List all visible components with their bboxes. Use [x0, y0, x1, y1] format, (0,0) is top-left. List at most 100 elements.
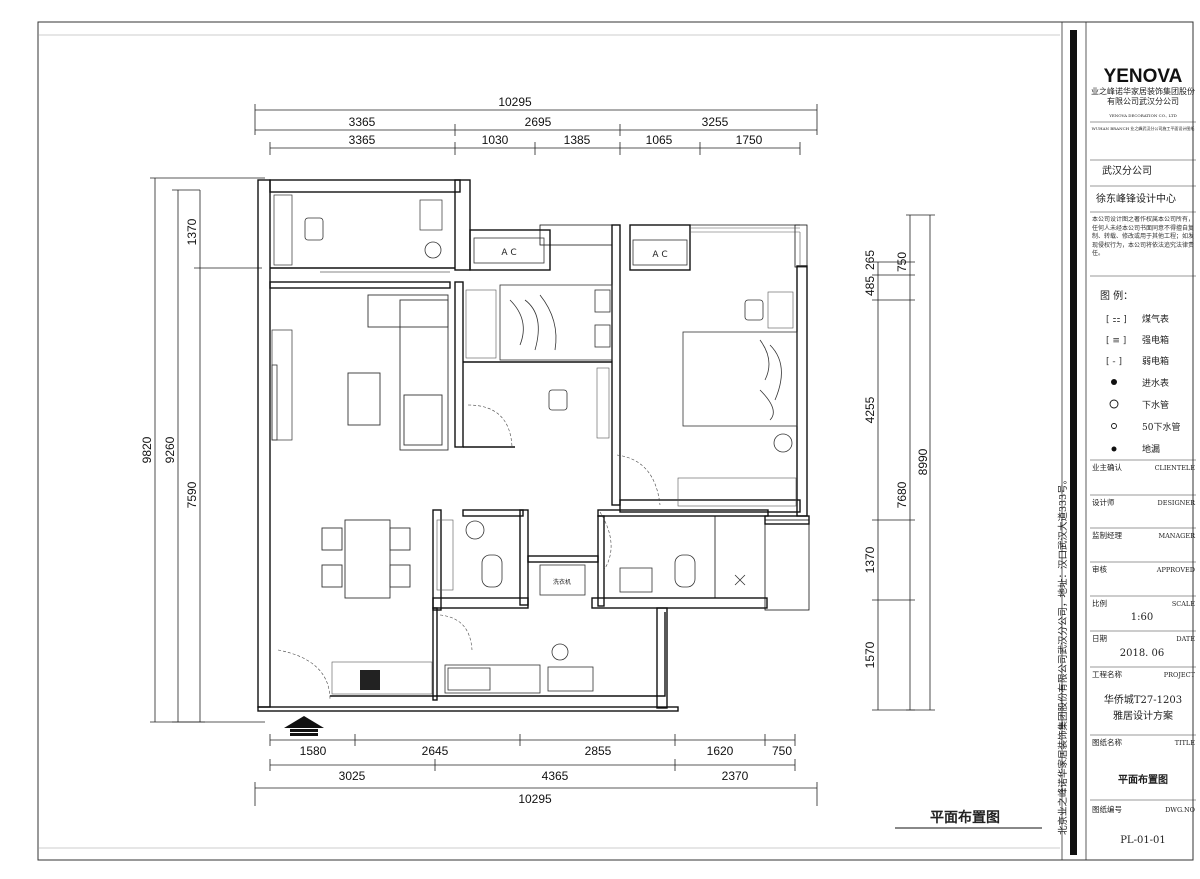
left-dimensions [150, 177, 265, 723]
company-logo: YENOVA [1104, 66, 1183, 87]
project-value1: 华侨城T27-1203 [1104, 693, 1182, 706]
dim-right-upper-0: 265 [863, 250, 877, 270]
project-cn: 工程名称 [1092, 669, 1122, 679]
sheet-border [37, 21, 1194, 861]
drain-50-icon [1111, 423, 1117, 429]
company-line2: 有限公司武汉分公司 [1107, 96, 1179, 106]
drain-pipe-icon [1109, 399, 1119, 409]
strong-box-icon: [ ≡ ] [1106, 336, 1126, 346]
living-sofa [367, 294, 449, 451]
company-tiny-line2: WUHAN BRANCH 业之峰武汉分公司施工平面设计图纸 [1092, 125, 1195, 131]
drawing-title: 平面布置图 [930, 809, 1000, 826]
dim-right-lower-1: 1570 [863, 641, 877, 668]
master-chair-icon [744, 299, 764, 321]
ac-unit-right [632, 239, 688, 266]
legend-label-3: 进水表 [1142, 377, 1169, 389]
balcony-chair-icon [304, 217, 324, 241]
kitchen-counter [444, 664, 541, 694]
title-block-vertical-text: 北京业之峰诺华家居装饰集团股份有限公司武汉分公司，地址：汉口武汉大道333号。 [1057, 475, 1069, 835]
bath2-toilet-icon [674, 554, 696, 588]
dim-bottom-row1-1: 2645 [422, 744, 449, 758]
kitchen-person-icon [551, 643, 569, 661]
walls [257, 179, 810, 712]
dining-table [321, 519, 411, 599]
bath2-basin-icon [619, 567, 653, 593]
legend-label-0: 煤气表 [1142, 313, 1169, 325]
dim-top-row2-0: 3365 [349, 133, 376, 147]
title-block-vertical-bar [1070, 30, 1077, 855]
row-cn-3: 审核 [1092, 564, 1108, 574]
dim-bottom-row1-4: 750 [772, 744, 792, 758]
floor-drain-icon [1111, 446, 1117, 452]
dim-bottom-row1-3: 1620 [707, 744, 734, 758]
legend-label-5: 50下水管 [1142, 421, 1180, 433]
balcony-rails [690, 227, 801, 266]
bedroom2-bed [499, 284, 613, 361]
dim-bottom-row2-2: 2370 [722, 769, 749, 783]
row-en-3: APPROVED [1156, 566, 1195, 574]
dim-bottom-row2-1: 4365 [542, 769, 569, 783]
entry-cabinet [331, 661, 433, 695]
notice-box: 本公司设计图之著作权属本公司所有，任何人未经本公司书面同意不得擅自复制、转载、修… [1092, 216, 1194, 257]
legend-label-1: 强电箱 [1142, 334, 1169, 346]
company-tiny-line1: YENOVA DECORATION CO., LTD [1108, 113, 1177, 118]
title-block-rows [1090, 459, 1196, 801]
gas-meter-icon: [ ⚏ ] [1106, 315, 1127, 325]
bedroom2-chair-icon [548, 389, 568, 411]
balcony-cabinet [273, 194, 293, 266]
right-dimensions [872, 214, 935, 711]
row-cn-2: 监制经理 [1092, 530, 1122, 540]
kitchen-sink-icon [547, 666, 594, 692]
master-wardrobe [677, 477, 797, 507]
master-bed [682, 331, 798, 427]
design-center-name: 徐东峰锋设计中心 [1096, 192, 1176, 205]
row-en-2: MANAGER [1158, 532, 1196, 540]
scale-value: 1:60 [1131, 612, 1153, 623]
row-en-0: CLIENTELE [1155, 464, 1196, 472]
row-cn-1: 设计师 [1092, 497, 1115, 507]
dim-bottom-row2-0: 3025 [339, 769, 366, 783]
row-en-4: SCALE [1172, 600, 1195, 608]
kitchen-stove-icon [447, 667, 491, 691]
dim-left-bottom: 7590 [185, 481, 199, 508]
dim-right-upper-2: 750 [895, 252, 909, 272]
row-en-5: DATE [1176, 635, 1195, 643]
dim-top-total: 10295 [498, 95, 532, 109]
date-value: 2018. 06 [1120, 648, 1165, 659]
water-inlet-icon [1111, 379, 1117, 385]
weak-box-icon: [ - ] [1106, 357, 1122, 367]
balcony-cabinet-right [419, 199, 443, 231]
legend-label-2: 弱电箱 [1142, 355, 1169, 367]
dim-top-row2-3: 1065 [646, 133, 673, 147]
dim-bottom-total: 10295 [518, 792, 552, 806]
bath1-cabinet [436, 519, 454, 591]
bedroom2-desk [596, 367, 610, 439]
row-en-1: DESIGNER [1158, 499, 1197, 507]
dwg-en: DWG.NO [1165, 806, 1195, 814]
balcony-sink-icon [424, 241, 442, 259]
door-swings [277, 404, 661, 701]
bedroom2-wardrobe [465, 289, 497, 359]
dim-left-mid: 9260 [163, 436, 177, 463]
ac-label-left: A C [501, 248, 516, 258]
project-en: PROJECT [1164, 671, 1196, 679]
branch-name: 武汉分公司 [1102, 164, 1152, 177]
ac-label-right: A C [652, 250, 667, 260]
legend-list: [ ⚏ ] 煤气表 [ ≡ ] 强电箱 [ - ] 弱电箱 进水表 下水管 50… [1106, 313, 1180, 455]
living-window [271, 364, 278, 441]
tv-cabinet [271, 329, 293, 441]
master-fan-icon [773, 433, 793, 453]
coffee-table [347, 372, 381, 426]
title-value: 平面布置图 [1118, 773, 1168, 786]
dim-bottom-row1-0: 1580 [300, 744, 327, 758]
entrance-arrow-icon [284, 716, 324, 736]
dwg-value: PL-01-01 [1120, 835, 1166, 846]
dwg-cn: 图纸编号 [1092, 804, 1122, 814]
row-cn-4: 比例 [1092, 598, 1107, 608]
dim-top-row2-2: 1385 [564, 133, 591, 147]
master-desk [767, 291, 794, 329]
title-en: TITLE [1175, 739, 1196, 747]
legend-label-4: 下水管 [1142, 399, 1169, 411]
dim-top-row1-0: 3365 [349, 115, 376, 129]
